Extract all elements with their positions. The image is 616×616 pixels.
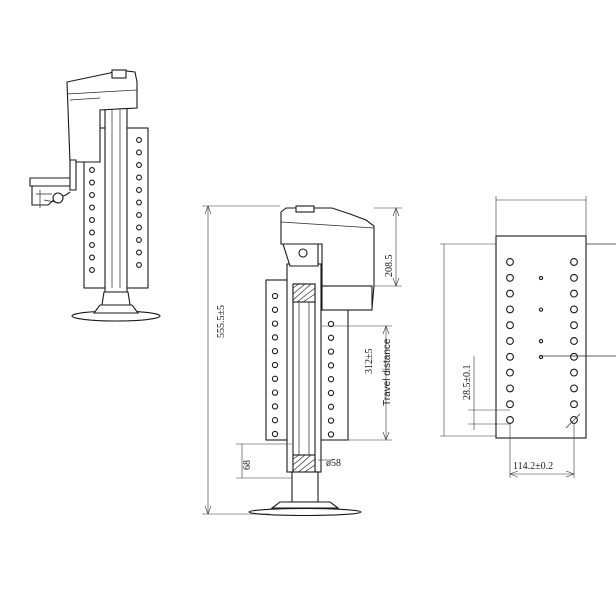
mounting-hole (271, 430, 279, 438)
mounting-hole (271, 389, 279, 396)
mounting-hole (570, 400, 578, 409)
mounting-hole (271, 348, 279, 355)
mounting-hole (570, 258, 578, 266)
mounting-hole (506, 305, 514, 314)
mounting-hole (89, 217, 95, 223)
mounting-hole (327, 348, 335, 355)
front-foot (270, 501, 340, 509)
mounting-hole (136, 187, 142, 193)
mounting-hole (327, 403, 335, 410)
mounting-hole (136, 212, 142, 218)
mounting-hole (327, 320, 335, 328)
mounting-hole (136, 199, 142, 206)
mounting-hole (136, 224, 142, 231)
mounting-hole (570, 321, 578, 330)
mounting-hole (271, 306, 279, 313)
perspective-holes-right (136, 137, 142, 268)
perspective-inner-tube (104, 99, 128, 293)
mounting-hole (271, 334, 279, 341)
mounting-hole (570, 273, 578, 282)
mounting-hole (136, 162, 142, 168)
mounting-hole (506, 321, 514, 330)
mounting-hole (136, 149, 142, 156)
mounting-hole (538, 339, 544, 344)
travel-distance-label: Travel distance (382, 338, 393, 406)
front-holes-right (327, 320, 335, 438)
mounting-hole (271, 375, 279, 382)
mounting-hole (570, 352, 578, 361)
mounting-hole (506, 273, 514, 282)
mounting-hole (506, 416, 514, 424)
mounting-hole (506, 400, 514, 409)
mounting-hole (136, 237, 142, 243)
mounting-hole (89, 254, 95, 261)
mounting-hole (506, 258, 514, 266)
perspective-crank-arm (29, 177, 75, 187)
mounting-hole (506, 352, 514, 361)
plate-holes-center (538, 275, 544, 360)
mounting-hole (271, 417, 279, 424)
tube-diameter-label: ø58 (326, 458, 341, 469)
mounting-hole (136, 249, 142, 256)
front-lower-leg (291, 471, 319, 503)
mounting-hole (89, 229, 95, 236)
mounting-hole (89, 192, 95, 198)
perspective-holes-left (89, 167, 95, 273)
front-holes-left (271, 292, 279, 438)
hole-pitch-label: 28.5±0.1 (462, 365, 473, 401)
mounting-hole (506, 289, 514, 298)
mounting-hole (327, 417, 335, 424)
mounting-hole (327, 431, 335, 438)
overall-height-label: 555.5±5 (216, 305, 227, 338)
mounting-hole (570, 384, 578, 393)
mounting-hole (89, 179, 95, 186)
upper-height-label: 208.5 (384, 255, 395, 278)
front-elevation: 555.5±5 208.5 312±5 Travel distance 68 ø… (202, 205, 402, 517)
stroke-label: 312±5 (364, 349, 375, 375)
mounting-hole (327, 389, 335, 397)
mounting-hole (271, 292, 279, 300)
mounting-hole (570, 289, 578, 298)
mounting-hole (271, 403, 279, 410)
plate-width-label: 114.2±0.2 (513, 461, 553, 472)
mounting-hole (89, 204, 95, 211)
mounting-hole (506, 368, 514, 377)
mounting-hole (89, 267, 95, 273)
perspective-foot-neck (101, 291, 131, 306)
mounting-hole (570, 305, 578, 314)
mounting-hole (506, 384, 514, 393)
mounting-hole (538, 275, 544, 281)
mounting-hole (89, 242, 95, 248)
mounting-hole (327, 376, 335, 383)
mounting-hole (538, 307, 544, 312)
mounting-hole (506, 337, 514, 345)
mounting-hole (271, 361, 279, 369)
mounting-hole (89, 167, 95, 173)
mounting-hole (570, 337, 578, 345)
mounting-hole (570, 368, 578, 377)
plate-detail: 28.5±0.1 114.2±0.2 (440, 196, 616, 478)
perspective-crank-knob (52, 192, 64, 204)
plate-holes-left (506, 258, 514, 424)
plate-holes-right (570, 258, 578, 424)
front-foot-pad (248, 507, 362, 517)
mounting-hole (136, 262, 142, 268)
bottom-offset-label: 68 (242, 460, 253, 470)
mounting-hole (136, 137, 142, 143)
perspective-view (29, 69, 161, 322)
mounting-hole (327, 362, 335, 369)
mounting-hole (271, 320, 279, 327)
mounting-hole (136, 174, 142, 181)
mounting-hole (327, 334, 335, 341)
